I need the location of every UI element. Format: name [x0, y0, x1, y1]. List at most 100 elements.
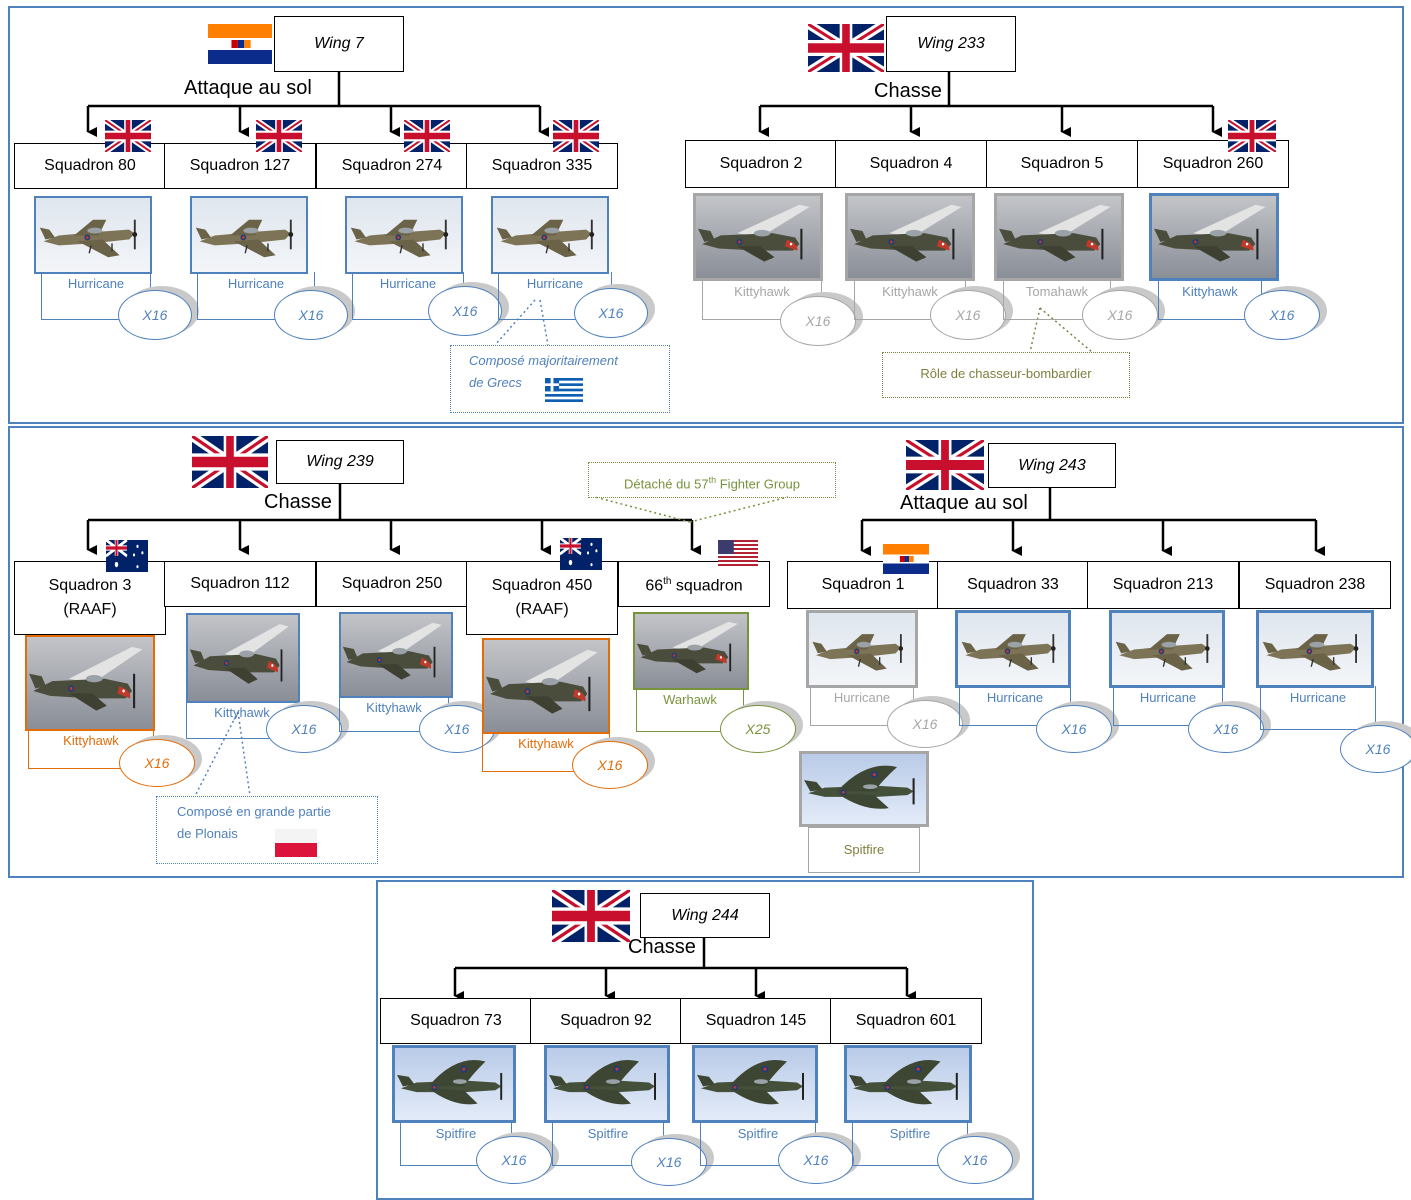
aircraft-count-badge: X16: [574, 288, 648, 338]
wing-243-role: Attaque au sol: [900, 492, 1028, 514]
wing-title-text: Wing 243: [1018, 456, 1086, 474]
uk-flag-icon: [1228, 120, 1276, 152]
note-text: de Grecs: [469, 375, 522, 390]
note-detached-57th: Détaché du 57th Fighter Group: [588, 462, 836, 498]
uk-flag-icon: [553, 120, 599, 152]
aircraft-photo: [844, 1045, 972, 1123]
squadron-name: Squadron 5: [1020, 155, 1104, 172]
wing-239-role: Chasse: [264, 491, 332, 513]
squadron-box: Squadron 5: [986, 140, 1138, 188]
aircraft-photo: [1256, 610, 1374, 688]
squadron-name: Squadron 92: [560, 1012, 652, 1029]
squadron-subtitle: (RAAF): [515, 601, 569, 618]
south-africa-flag-icon: [883, 544, 929, 574]
aircraft-photo: [692, 1045, 818, 1123]
squadron-name: Squadron 250: [341, 575, 443, 592]
aircraft-count: X16: [912, 716, 938, 732]
aircraft-count-badge: X16: [1244, 290, 1320, 340]
squadron-name: Squadron 450: [491, 577, 593, 594]
squadron-name-superscript: th: [663, 575, 672, 587]
aircraft-count-badge: X16: [118, 290, 192, 340]
aircraft-count: X16: [452, 303, 478, 319]
aircraft-name: Kittyhawk: [518, 736, 574, 751]
aircraft-count: X16: [1061, 721, 1087, 737]
squadron-box: Squadron 601: [830, 998, 982, 1044]
aircraft-count: X16: [1107, 307, 1133, 323]
squadron-name: Squadron 260: [1162, 155, 1264, 172]
uk-flag-icon: [906, 440, 984, 490]
squadron-name: Squadron 127: [189, 157, 291, 174]
note-fighter-bomber: Rôle de chasseur-bombardier: [882, 352, 1130, 398]
squadron-name: Squadron 145: [705, 1012, 807, 1029]
note-text: Fighter Group: [716, 476, 800, 492]
wing-title-text: Wing 244: [671, 906, 739, 924]
aircraft-count: X16: [597, 757, 623, 773]
aircraft-label: Hurricane: [1260, 686, 1376, 730]
aircraft-name: Kittyhawk: [1182, 284, 1238, 299]
squadron-name: 66th squadron: [645, 570, 742, 598]
aircraft-name: Kittyhawk: [734, 284, 790, 299]
aircraft-photo: [392, 1045, 516, 1123]
note-text: de Plonais: [177, 826, 238, 841]
squadron-box: Squadron 112: [164, 561, 316, 607]
aircraft-name: Spitfire: [737, 1126, 779, 1141]
squadron-box: 66th squadron: [618, 561, 770, 607]
wing-244-role: Chasse: [628, 936, 696, 958]
aircraft-count-badge: X16: [1188, 705, 1264, 753]
aircraft-name: Warhawk: [663, 692, 717, 707]
squadron-box: Squadron 238: [1239, 561, 1391, 609]
aircraft-photo: [25, 635, 155, 731]
aircraft-photo: [955, 610, 1071, 688]
squadron-name-number: 66: [645, 577, 664, 595]
aircraft-photo: [482, 638, 610, 734]
aircraft-count: X16: [1213, 721, 1239, 737]
squadron-name: Squadron 80: [44, 157, 136, 174]
squadron-name-suffix: squadron: [671, 577, 743, 595]
aircraft-name: Spitfire: [889, 1126, 931, 1141]
aircraft-name: Spitfire: [587, 1126, 629, 1141]
poland-flag-icon: [275, 829, 317, 857]
aircraft-count-badge: X16: [887, 700, 963, 748]
squadron-box: Squadron 33: [937, 561, 1089, 609]
aircraft-name: Hurricane: [379, 276, 437, 291]
squadron-box: Squadron 92: [530, 998, 682, 1044]
uk-flag-icon: [404, 120, 450, 152]
note-text: Rôle de chasseur-bombardier: [920, 366, 1092, 381]
squadron-name: Squadron 73: [410, 1012, 502, 1029]
squadron-box: Squadron 145: [680, 998, 832, 1044]
squadron-box: Squadron 213: [1087, 561, 1239, 609]
aircraft-photo: [186, 613, 300, 703]
squadron-name: Squadron 2: [719, 155, 803, 172]
note-polish-composition: Composé en grande partie de Plonais: [156, 796, 378, 864]
aircraft-name: Hurricane: [67, 276, 125, 291]
squadron-box: Squadron 3(RAAF): [14, 561, 166, 635]
aircraft-count: X16: [962, 1152, 988, 1168]
aircraft-count-badge: X16: [930, 290, 1006, 340]
squadron-name: Squadron 274: [341, 157, 443, 174]
aircraft-name: Tomahawk: [1025, 284, 1089, 299]
aircraft-count-badge: X16: [274, 290, 348, 340]
aircraft-count-badge: X16: [1036, 705, 1112, 753]
wing-239-title: Wing 239: [276, 440, 404, 484]
panel-top: [8, 6, 1404, 424]
aircraft-count-badge: X25: [720, 705, 796, 753]
wing-244-title: Wing 244: [640, 893, 770, 938]
note-text: Détaché du 57: [624, 476, 709, 492]
aircraft-count: X16: [291, 721, 317, 737]
australia-flag-icon: [560, 538, 602, 570]
squadron-name: Squadron 3: [48, 577, 132, 594]
aircraft-count: X16: [142, 307, 168, 323]
aircraft-count-badge: X16: [572, 741, 648, 789]
uk-flag-icon: [808, 24, 884, 72]
aircraft-count: X16: [444, 721, 470, 737]
aircraft-count-badge: X16: [631, 1138, 707, 1186]
aircraft-name: Hurricane: [227, 276, 285, 291]
aircraft-count: X25: [745, 721, 771, 737]
aircraft-photo: [190, 196, 308, 274]
aircraft-count-badge: X16: [937, 1136, 1013, 1184]
aircraft-count-badge: X16: [266, 705, 342, 753]
squadron-box: Squadron 1: [787, 561, 939, 609]
uk-flag-icon: [552, 890, 630, 942]
aircraft-photo: [544, 1045, 670, 1123]
aircraft-count: X16: [805, 313, 831, 329]
